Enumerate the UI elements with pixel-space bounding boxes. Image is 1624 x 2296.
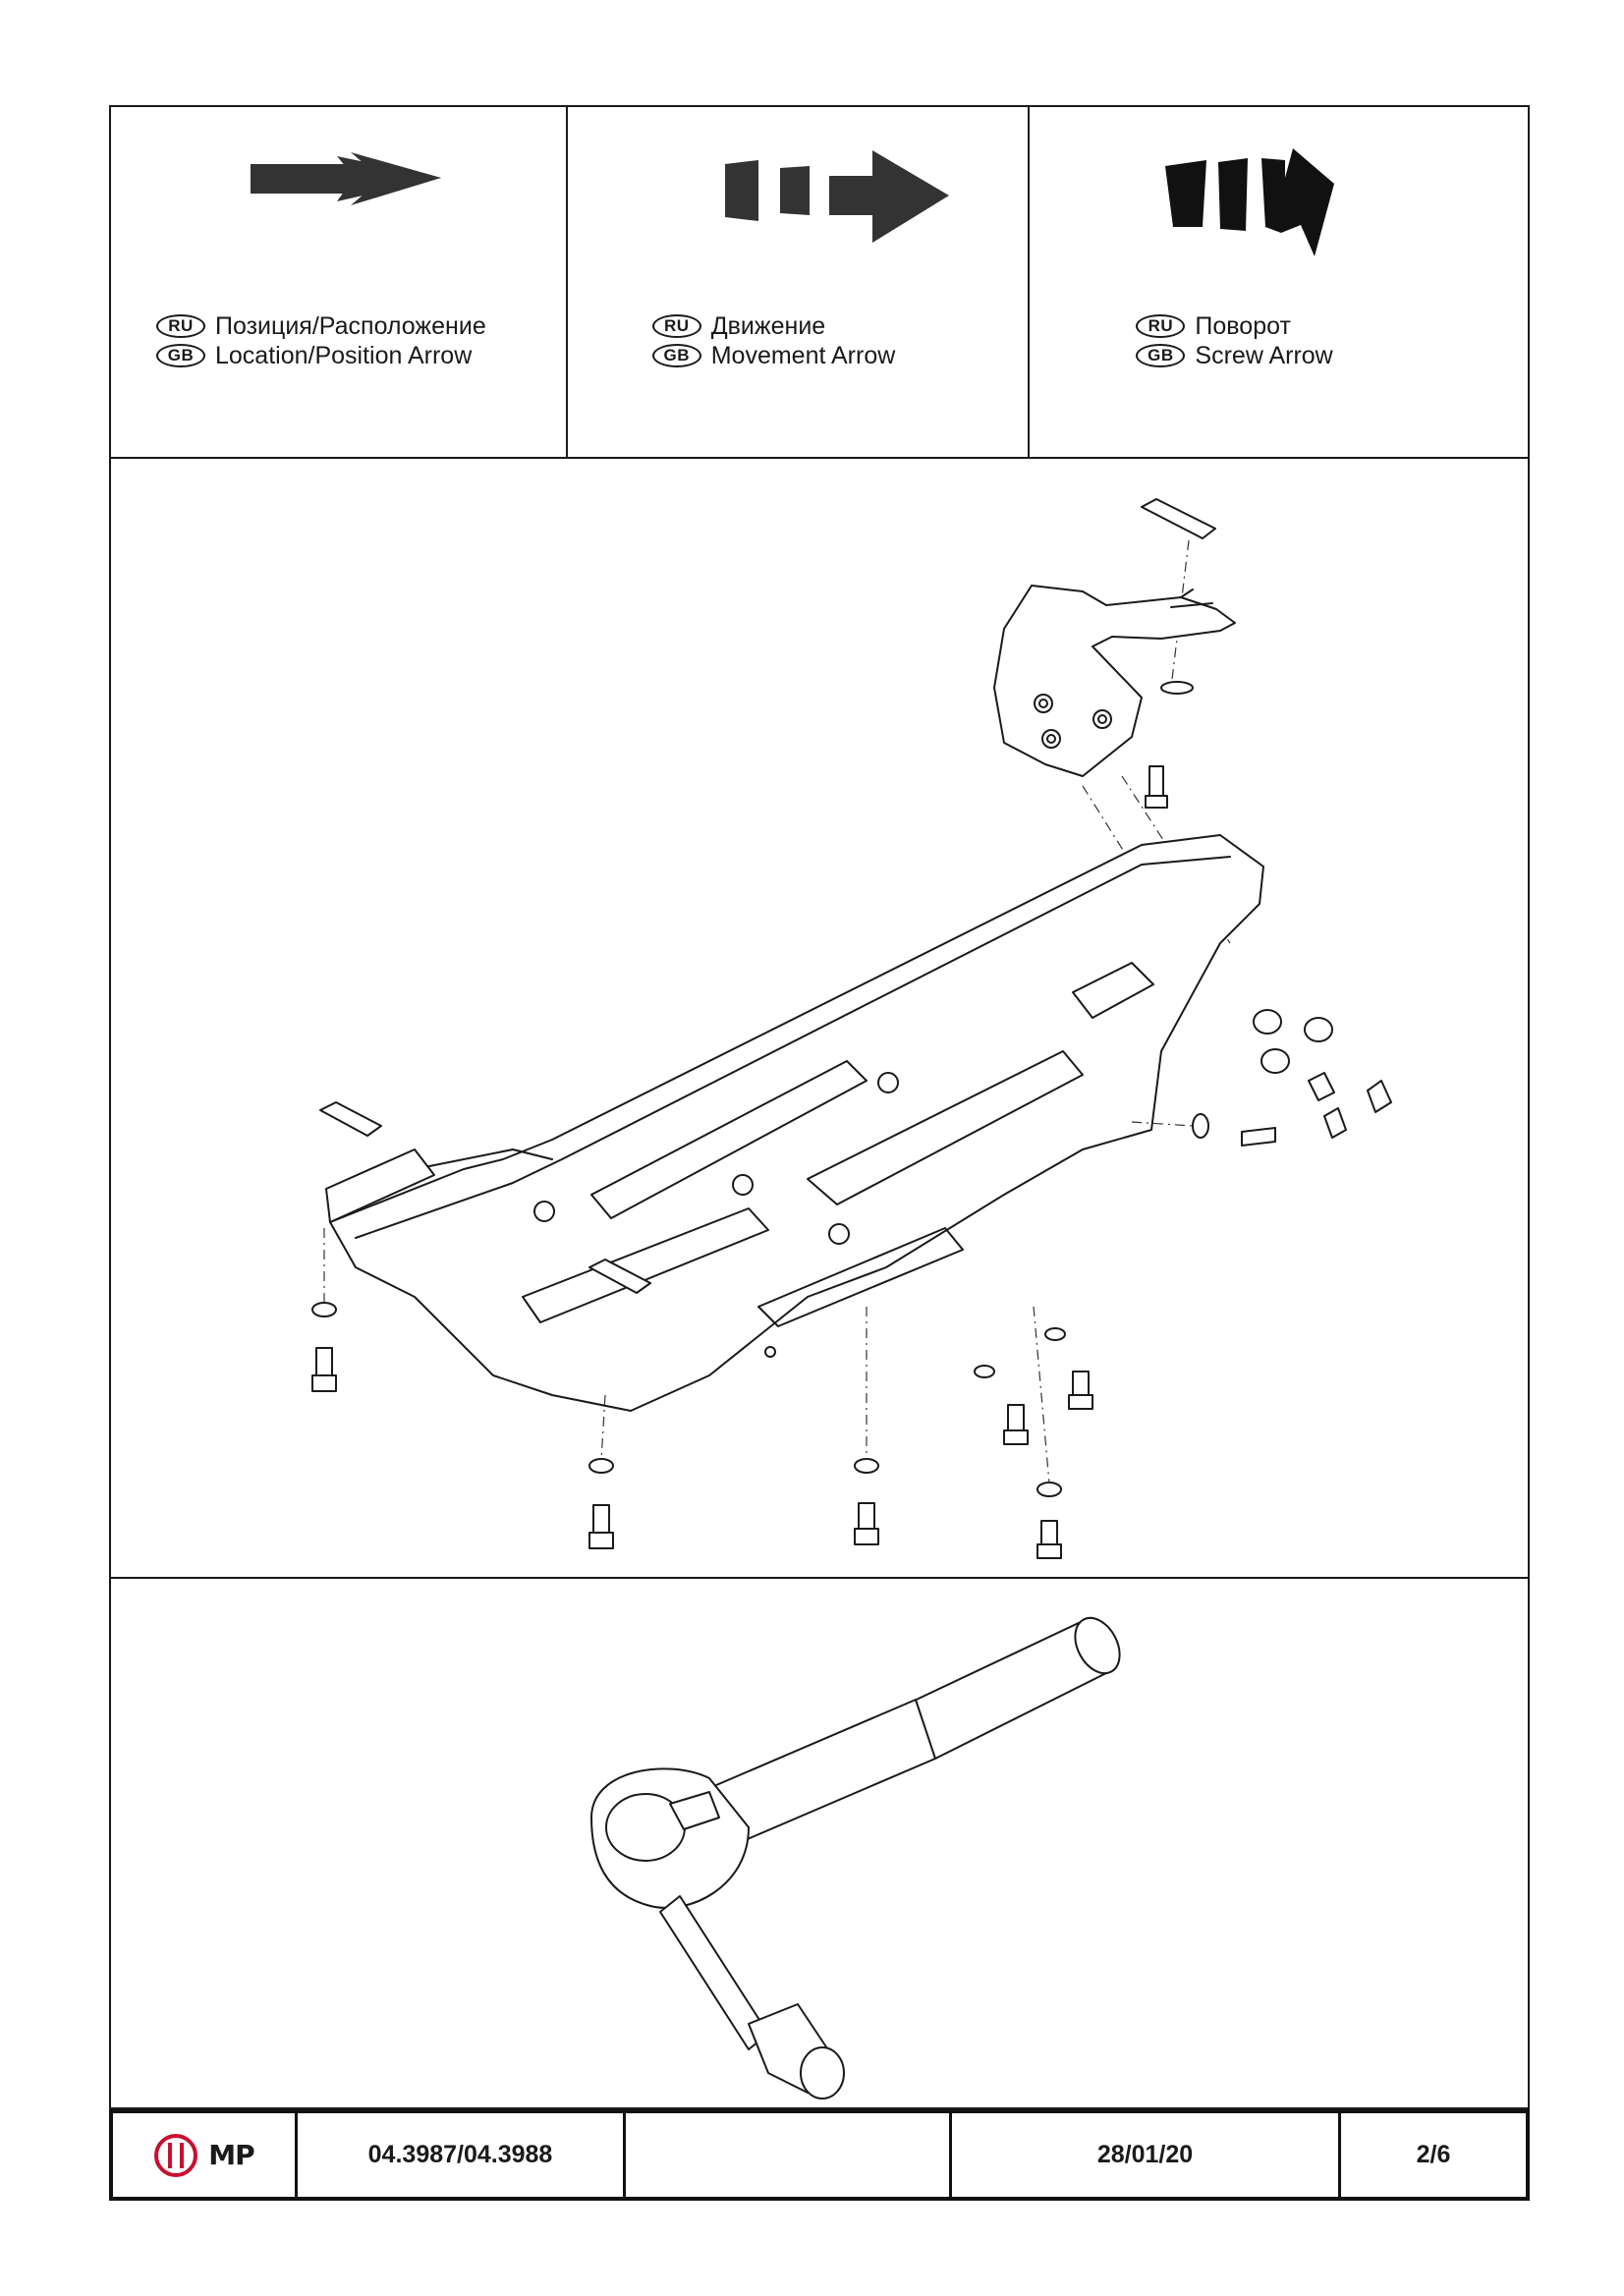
legend-movement: RU Движение GB Movement Arrow — [568, 107, 1031, 457]
skid-plate-exploded-diagram — [311, 498, 1392, 1559]
left-spacer-plate — [319, 1101, 382, 1137]
gb-badge: GB — [156, 344, 205, 367]
location-ru-label: Позиция/Расположение — [215, 312, 486, 340]
dashed-movement-arrow-icon — [724, 150, 949, 243]
arrow-legend: RU Позиция/Расположение GB Location/Posi… — [109, 105, 1530, 459]
date-cell: 28/01/20 — [952, 2113, 1341, 2197]
bottom-bolts — [311, 1228, 1093, 1559]
solid-location-arrow-icon — [251, 152, 441, 205]
blank-cell — [626, 2113, 952, 2197]
movement-gb-label: Movement Arrow — [710, 342, 896, 369]
page-number: 2/6 — [1416, 2141, 1451, 2168]
screw-ru-label: Поворот — [1195, 312, 1291, 340]
ratchet-wrench-icon — [590, 1616, 1121, 2100]
legend-screw: RU Поворот GB Screw Arrow — [1030, 107, 1528, 457]
curved-screw-arrow-icon — [1165, 148, 1335, 256]
logo-text: MP — [208, 2139, 254, 2171]
assembly-diagram-panel — [109, 457, 1530, 1579]
logo-cell: MP — [113, 2113, 298, 2197]
ru-badge: RU — [651, 314, 701, 338]
skid-plate-body — [329, 834, 1264, 1412]
screw-gb-label: Screw Arrow — [1195, 342, 1333, 369]
gb-badge: GB — [1136, 344, 1186, 367]
title-block: MP 04.3987/04.3988 28/01/20 2/6 — [109, 2109, 1530, 2201]
mid-spacer-plate — [588, 1259, 651, 1294]
tool-panel — [109, 1577, 1530, 2109]
upper-bracket — [993, 585, 1236, 777]
location-gb-label: Location/Position Arrow — [215, 342, 473, 369]
top-spacer-plate — [1141, 498, 1216, 539]
gb-badge: GB — [651, 344, 701, 367]
legend-location: RU Позиция/Расположение GB Location/Posi… — [111, 107, 568, 457]
movement-ru-label: Движение — [710, 312, 826, 340]
ru-badge: RU — [156, 314, 205, 338]
ru-badge: RU — [1136, 314, 1186, 338]
part-number: 04.3987/04.3988 — [298, 2113, 626, 2197]
mp-logo-icon — [154, 2133, 198, 2177]
